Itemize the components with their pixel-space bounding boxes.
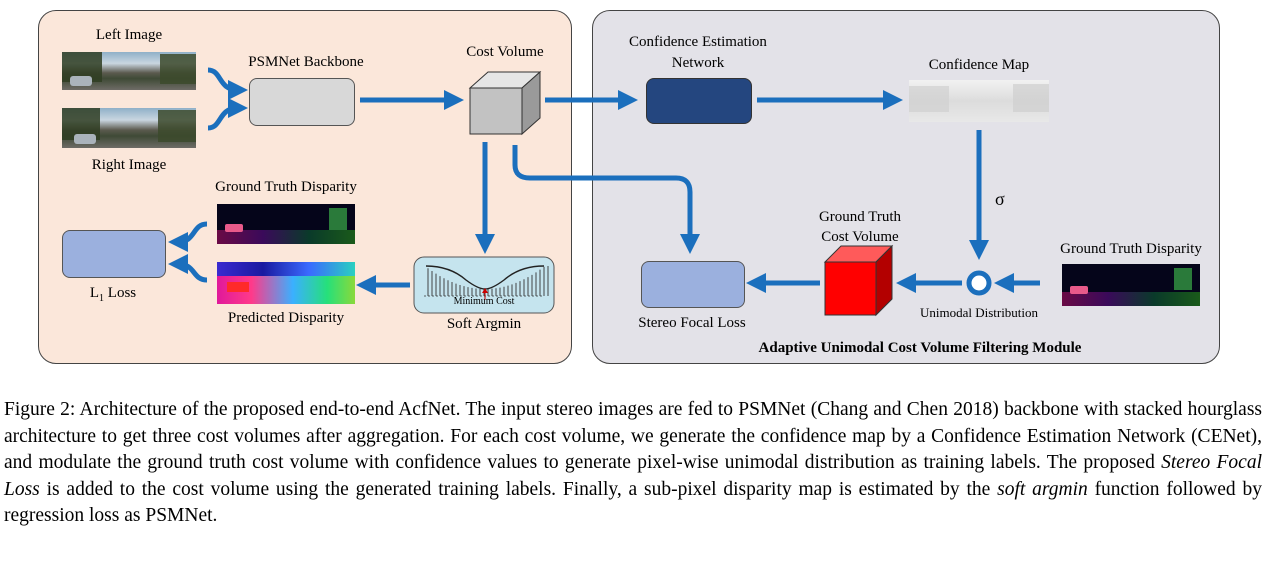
sigma-label: σ — [995, 189, 1005, 209]
gt-cost-volume-cube — [823, 244, 894, 317]
l1-loss-box — [62, 230, 166, 278]
left-image-label: Left Image — [95, 27, 163, 43]
caption-italic-soft-argmin: soft argmin — [997, 478, 1088, 500]
minimum-cost-label: Minimum Cost — [453, 296, 515, 307]
cenet-label-line1: Confidence Estimation — [629, 34, 767, 50]
soft-argmin-label: Soft Argmin — [446, 316, 522, 332]
arrow-gt-disparity-to-loss — [168, 221, 208, 252]
cost-volume-cube — [468, 70, 542, 136]
caption-part2: is added to the cost volume using the ge… — [39, 478, 998, 500]
l1-loss-label: L1 Loss — [62, 284, 164, 308]
module-title: Adaptive Unimodal Cost Volume Filtering … — [758, 340, 1082, 356]
unimodal-node — [966, 270, 992, 296]
confidence-map-image — [909, 80, 1049, 122]
psmnet-backbone-box — [249, 78, 355, 126]
arrow-cost-volume-to-focal-loss — [512, 145, 700, 254]
confidence-map-label: Confidence Map — [928, 57, 1030, 73]
caption-italic-stereo-focal-loss: Stereo Focal Loss — [4, 452, 1262, 500]
cenet-box — [646, 78, 752, 124]
cenet-label-line2: Network — [671, 55, 725, 71]
gt-cost-volume-line1: Ground Truth — [818, 209, 902, 225]
cenet-label: Confidence Estimation Network — [608, 32, 788, 74]
gt-cost-volume-line2: Cost Volume — [821, 229, 899, 245]
l1-loss-label-main: L — [89, 285, 100, 301]
backbone-label: PSMNet Backbone — [248, 54, 364, 70]
l1-loss-label-rest: Loss — [104, 285, 137, 301]
right-image-label: Right Image — [91, 157, 167, 173]
gt-disparity-image-left — [217, 204, 355, 244]
left-image — [62, 52, 196, 90]
stereo-focal-loss-label: Stereo Focal Loss — [638, 315, 746, 331]
arrow-predicted-to-loss — [168, 254, 208, 283]
diagram-arrows — [168, 67, 1040, 317]
stereo-focal-loss-box — [641, 261, 745, 308]
caption-part1: Figure 2: Architecture of the proposed e… — [4, 399, 1262, 473]
caption-part3: function followed by regression loss as … — [4, 478, 1262, 527]
gt-disparity-label-left: Ground Truth Disparity — [215, 179, 357, 195]
predicted-disparity-image — [217, 262, 355, 304]
arrow-right-image-to-backbone — [207, 98, 248, 131]
gt-disparity-image-right — [1062, 264, 1200, 306]
l1-loss-label-sub: 1 — [99, 293, 105, 304]
predicted-disparity-label: Predicted Disparity — [227, 310, 345, 326]
right-image — [62, 108, 196, 148]
cost-volume-label: Cost Volume — [466, 44, 544, 60]
gt-disparity-label-right: Ground Truth Disparity — [1060, 241, 1202, 257]
gt-cost-volume-label: Ground Truth Cost Volume — [790, 207, 930, 247]
unimodal-distribution-label: Unimodal Distribution — [919, 305, 1039, 320]
soft-argmin-box — [413, 256, 555, 314]
arrow-left-image-to-backbone — [207, 67, 248, 100]
figure-caption: Figure 2: Architecture of the proposed e… — [4, 397, 1262, 530]
